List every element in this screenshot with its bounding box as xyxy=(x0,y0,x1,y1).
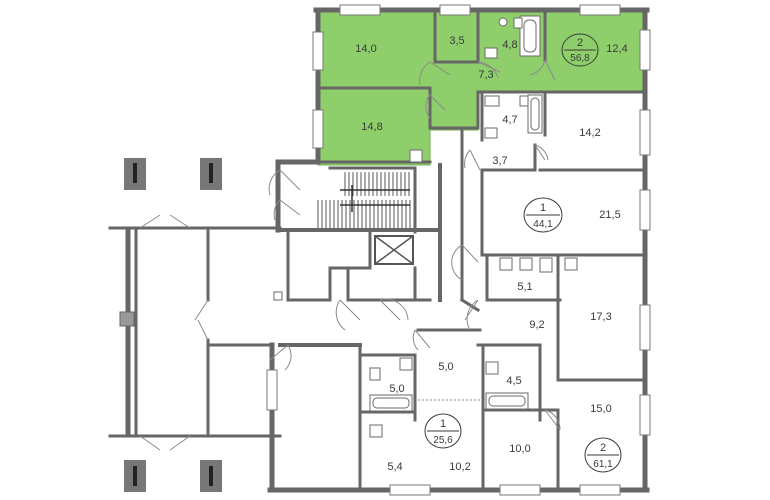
room-area-label: 14,8 xyxy=(361,121,382,133)
room-area-label: 10,0 xyxy=(509,443,530,455)
room-area-label: 5,4 xyxy=(387,461,402,473)
room-area-label: 21,5 xyxy=(599,209,620,221)
apartment-badge-top[interactable]: 2 56,8 xyxy=(561,33,599,67)
apartment-badge-bottom-right[interactable]: 2 61,1 xyxy=(584,437,622,473)
room-area-label: 7,3 xyxy=(478,69,493,81)
room-area-label: 9,2 xyxy=(529,319,544,331)
room-area-label: 3,7 xyxy=(492,155,507,167)
room-area-label: 3,5 xyxy=(449,35,464,47)
apartment-total-area: 25,6 xyxy=(433,435,453,446)
apartment-total-area: 56,8 xyxy=(570,53,590,64)
stair-treads xyxy=(317,172,411,228)
room-area-label: 5,1 xyxy=(517,281,532,293)
neighbouring-section xyxy=(108,158,283,492)
doors xyxy=(268,59,561,431)
stair-handrail xyxy=(340,185,410,212)
room-area-label: 15,0 xyxy=(590,403,611,415)
bathroom-fixtures xyxy=(369,15,578,438)
room-labels: 14,0 3,5 4,8 12,4 7,3 14,8 4,7 14,2 3,7 … xyxy=(355,35,627,473)
room-area-label: 14,0 xyxy=(355,43,376,55)
room-area-label: 4,7 xyxy=(502,114,517,126)
apartment-badge-mid[interactable]: 1 44,1 xyxy=(523,197,563,233)
apartment-total-area: 61,1 xyxy=(593,459,613,470)
apartment-rooms-count: 1 xyxy=(440,418,446,430)
elevator-shaft xyxy=(374,235,414,265)
room-area-label: 4,5 xyxy=(506,375,521,387)
room-area-label: 10,2 xyxy=(449,461,470,473)
apartment-rooms-count: 2 xyxy=(600,442,606,454)
room-area-label: 12,4 xyxy=(606,43,627,55)
building-core xyxy=(276,128,481,313)
windows xyxy=(266,4,651,496)
room-area-label: 5,0 xyxy=(438,361,453,373)
room-area-label: 14,2 xyxy=(579,127,600,139)
apartment-badge-bottom-left[interactable]: 1 25,6 xyxy=(424,413,462,449)
apartment-rooms-count: 1 xyxy=(540,202,546,214)
apartment-total-area: 44,1 xyxy=(533,219,553,230)
apartment-rooms-count: 2 xyxy=(577,37,583,49)
interior-walls-right xyxy=(476,90,647,492)
room-area-label: 17,3 xyxy=(590,311,611,323)
room-area-label: 4,8 xyxy=(502,39,517,51)
room-area-label: 5,0 xyxy=(389,383,404,395)
